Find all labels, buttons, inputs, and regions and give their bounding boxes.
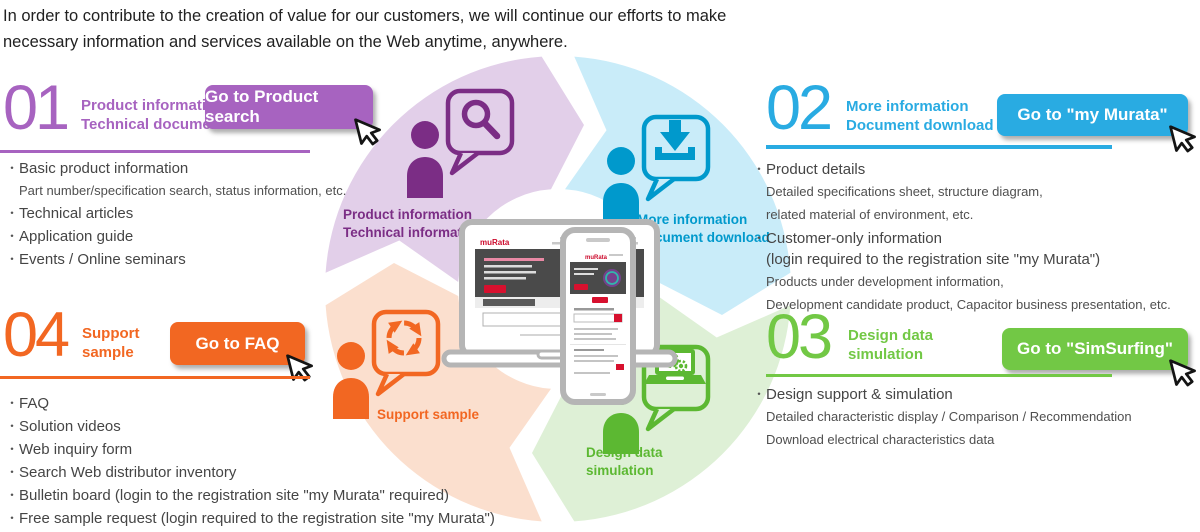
- cursor-arrow-icon: [352, 112, 391, 151]
- person-icon: [603, 183, 639, 224]
- list-item: Solution videos: [6, 417, 495, 437]
- wheel-segment-more-information: [565, 56, 791, 315]
- list-item: Technical articles: [6, 204, 346, 224]
- phone-illustration: muRata: [560, 227, 636, 405]
- wheel-icon-more-information: [600, 114, 715, 229]
- section-03-title: Design data simulation: [848, 327, 934, 363]
- speech-bubble: [641, 114, 711, 182]
- section-04-title: Support sample: [82, 325, 140, 361]
- speech-bubble: [445, 88, 515, 156]
- section-03-divider: [766, 374, 1112, 377]
- speech-bubble: [371, 309, 441, 377]
- search-icon: [461, 99, 501, 140]
- intro-line-1: In order to contribute to the creation o…: [3, 7, 727, 25]
- section-03-number: 03: [766, 302, 833, 372]
- list-item: Web inquiry form: [6, 440, 495, 460]
- button-label: Go to Product search: [205, 87, 319, 126]
- section-04-number: 04: [3, 300, 70, 370]
- murata-logo: muRata: [585, 255, 608, 261]
- speech-bubble-tail: [449, 151, 480, 176]
- button-label: Go to "my Murata": [1017, 105, 1168, 124]
- list-item: Search Web distributor inventory: [6, 463, 495, 483]
- section-01-number: 01: [3, 73, 70, 143]
- person-icon: [607, 147, 635, 175]
- section-01-divider: [0, 150, 310, 153]
- cursor-arrow-icon: [1167, 353, 1200, 392]
- laptop-hero-button: [484, 285, 506, 293]
- button-label: Go to "SimSurfing": [1017, 339, 1173, 358]
- section-02-title: More information Document download: [846, 98, 994, 134]
- wheel-label-product-information: Product information Technical informatio…: [343, 207, 483, 240]
- speech-bubble-tail: [645, 177, 676, 202]
- laptop-illustration: muRata: [441, 219, 678, 368]
- cursor-arrow-icon: [1167, 119, 1200, 158]
- list-item: Application guide: [6, 227, 346, 247]
- speech-bubble-tail: [375, 372, 406, 397]
- speech-bubble-tail: [645, 407, 676, 432]
- person-icon: [337, 342, 365, 370]
- go-to-product-search-button[interactable]: Go to Product search: [205, 85, 381, 146]
- section-02-number: 02: [766, 73, 833, 143]
- devices-illustration: muRata muRata: [441, 219, 678, 405]
- section-01-title: Product information Technical documents: [81, 97, 234, 133]
- wheel-label-design-data: Design data simulation: [586, 445, 663, 478]
- go-to-simsurfing-button[interactable]: Go to "SimSurfing": [1002, 328, 1196, 387]
- person-icon: [603, 413, 639, 454]
- list-item: Events / Online seminars: [6, 250, 346, 270]
- list-item: Customer-only information(login required…: [753, 229, 1171, 315]
- person-icon: [411, 121, 439, 149]
- wheel-icon-product-information: [404, 88, 519, 203]
- list-item: Free sample request (login required to t…: [6, 509, 495, 529]
- intro-text: In order to contribute to the creation o…: [3, 4, 726, 55]
- list-item: Bulletin board (login to the registratio…: [6, 486, 495, 506]
- section-04-divider: [0, 376, 310, 379]
- go-to-faq-button[interactable]: Go to FAQ: [170, 322, 313, 382]
- intro-line-2: necessary information and services avail…: [3, 32, 568, 51]
- list-item: FAQ: [6, 394, 495, 414]
- person-icon: [407, 157, 443, 198]
- wheel-icon-support-sample: [330, 309, 445, 424]
- button-label: Go to FAQ: [195, 333, 280, 353]
- download-icon: [655, 120, 695, 160]
- murata-logo: muRata: [480, 238, 510, 247]
- section-02-divider: [766, 145, 1112, 149]
- refresh-cycle-icon: [386, 320, 422, 356]
- wheel-label-more-information: More information Document download: [637, 212, 770, 245]
- section-04-list: FAQ Solution videosWeb inquiry formSearch…: [6, 394, 495, 532]
- speech-bubble: [641, 344, 711, 412]
- go-to-my-murata-button[interactable]: Go to "my Murata": [997, 94, 1196, 153]
